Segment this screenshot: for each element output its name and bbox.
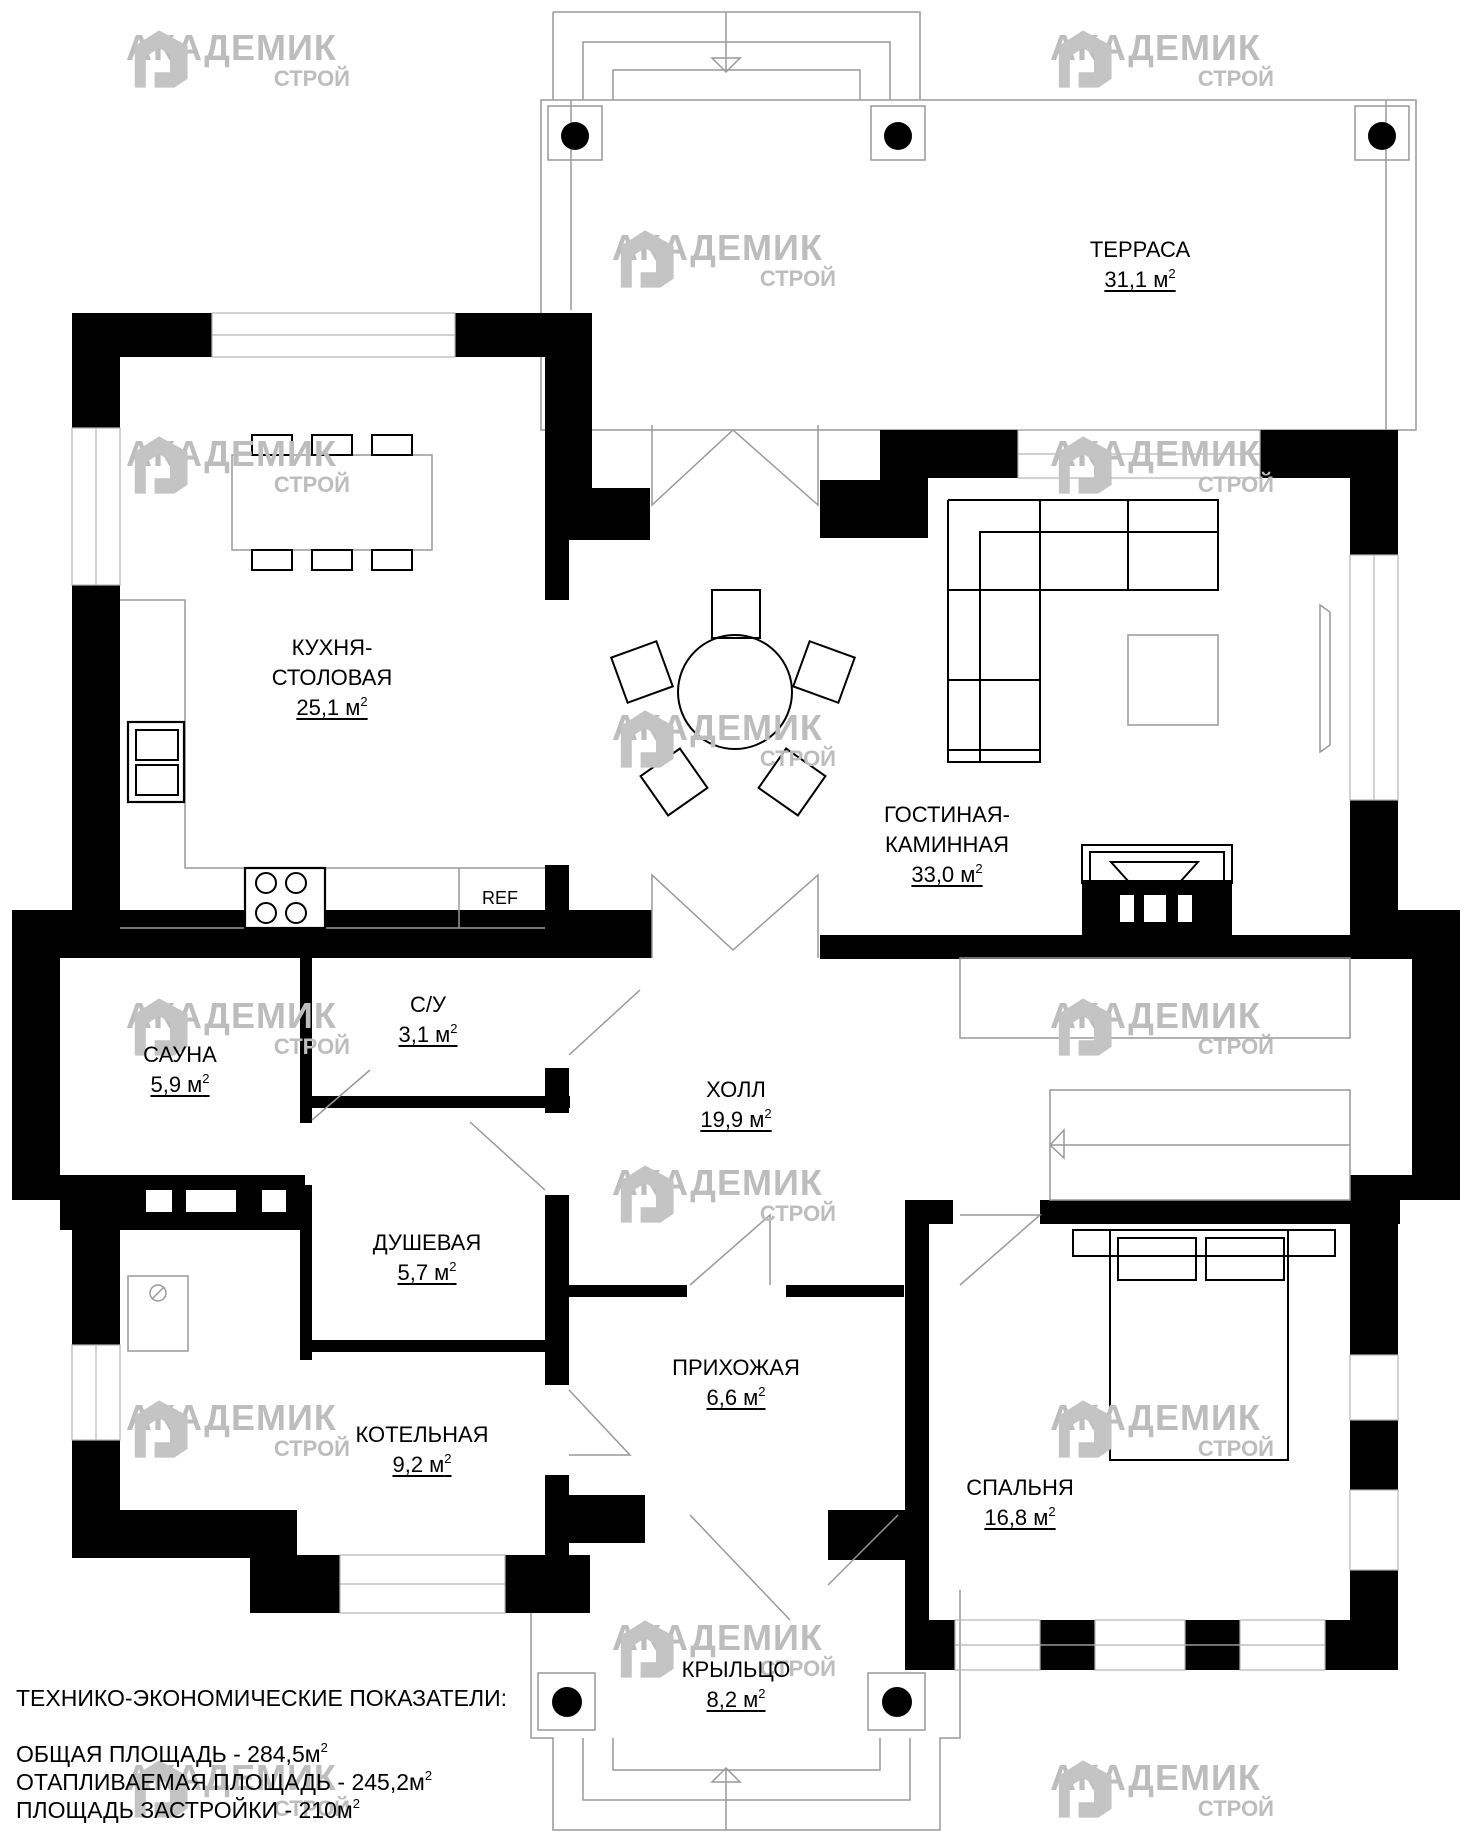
sauna-stove [146, 1190, 286, 1212]
room-label-sauna: САУНА 5,9 м2 [143, 1040, 217, 1100]
room-label-entry: ПРИХОЖАЯ 6,6 м2 [672, 1353, 800, 1413]
windows [71, 312, 1399, 1671]
heated-area: ОТАПЛИВАЕМАЯ ПЛОЩАДЬ - 245,2м2 [16, 1768, 433, 1795]
room-name: КОТЕЛЬНАЯ [355, 1422, 489, 1447]
room-area: 31,1 м2 [1104, 266, 1176, 292]
room-label-terrace: ТЕРРАСА 31,1 м2 [1090, 235, 1190, 295]
room-area: 5,7 м2 [397, 1259, 457, 1285]
room-label-hall: ХОЛЛ 19,9 м2 [700, 1075, 771, 1135]
room-label-boiler: КОТЕЛЬНАЯ 9,2 м2 [355, 1420, 488, 1480]
bed [1072, 1229, 1336, 1461]
doors [311, 425, 1042, 1621]
kitchen-furniture [120, 434, 545, 930]
terrace-outline [540, 11, 1417, 431]
sofa [947, 499, 1331, 763]
room-name: ДУШЕВАЯ [372, 1230, 482, 1255]
fridge-label: REF [482, 888, 518, 908]
room-label-shower: ДУШЕВАЯ 5,7 м2 [373, 1228, 481, 1288]
technical-indicators: ТЕХНИКО-ЭКОНОМИЧЕСКИЕ ПОКАЗАТЕЛИ: ОБЩАЯ … [16, 1684, 507, 1824]
dining-table [609, 589, 857, 817]
room-area: 3,1 м2 [398, 1021, 458, 1047]
room-name: САУНА [143, 1042, 217, 1067]
columns [537, 105, 1410, 1731]
room-area: 5,9 м2 [150, 1071, 210, 1097]
room-name: ГОСТИНАЯ- [884, 802, 1010, 827]
room-area: 8,2 м2 [706, 1686, 766, 1712]
porch-outline [530, 1590, 961, 1831]
room-name: С/У [410, 992, 446, 1017]
room-area: 6,6 м2 [706, 1384, 766, 1410]
room-area: 33,0 м2 [911, 861, 983, 887]
walls [12, 313, 1460, 1670]
room-name: ХОЛЛ [706, 1077, 766, 1102]
room-area: 19,9 м2 [700, 1106, 772, 1132]
room-label-bedroom: СПАЛЬНЯ 16,8 м2 [966, 1473, 1074, 1533]
room-name: КРЫЛЬЦО [681, 1657, 791, 1682]
total-area: ОБЩАЯ ПЛОЩАДЬ - 284,5м2 [16, 1740, 328, 1767]
room-name: СПАЛЬНЯ [966, 1475, 1074, 1500]
room-label-porch: КРЫЛЬЦО 8,2 м2 [682, 1655, 791, 1715]
fireplace [1081, 844, 1233, 922]
built-area: ПЛОЩАДЬ ЗАСТРОЙКИ - 210м2 [16, 1796, 360, 1823]
room-label-wc: С/У 3,1 м2 [398, 990, 457, 1050]
indicators-title: ТЕХНИКО-ЭКОНОМИЧЕСКИЕ ПОКАЗАТЕЛИ: [16, 1685, 507, 1711]
room-name: СТОЛОВАЯ [271, 665, 393, 690]
room-name: ПРИХОЖАЯ [672, 1355, 800, 1380]
room-label-living: ГОСТИНАЯ- КАМИННАЯ 33,0 м2 [884, 800, 1010, 890]
room-name: ТЕРРАСА [1089, 237, 1191, 262]
room-area: 9,2 м2 [392, 1451, 452, 1477]
room-name: КАМИННАЯ [885, 832, 1009, 857]
stairs [959, 957, 1351, 1201]
room-label-kitchen: КУХНЯ- СТОЛОВАЯ 25,1 м2 [272, 633, 393, 723]
boiler [127, 1275, 189, 1352]
room-area: 25,1 м2 [296, 694, 368, 720]
room-name: КУХНЯ- [291, 635, 373, 660]
room-area: 16,8 м2 [984, 1504, 1056, 1530]
